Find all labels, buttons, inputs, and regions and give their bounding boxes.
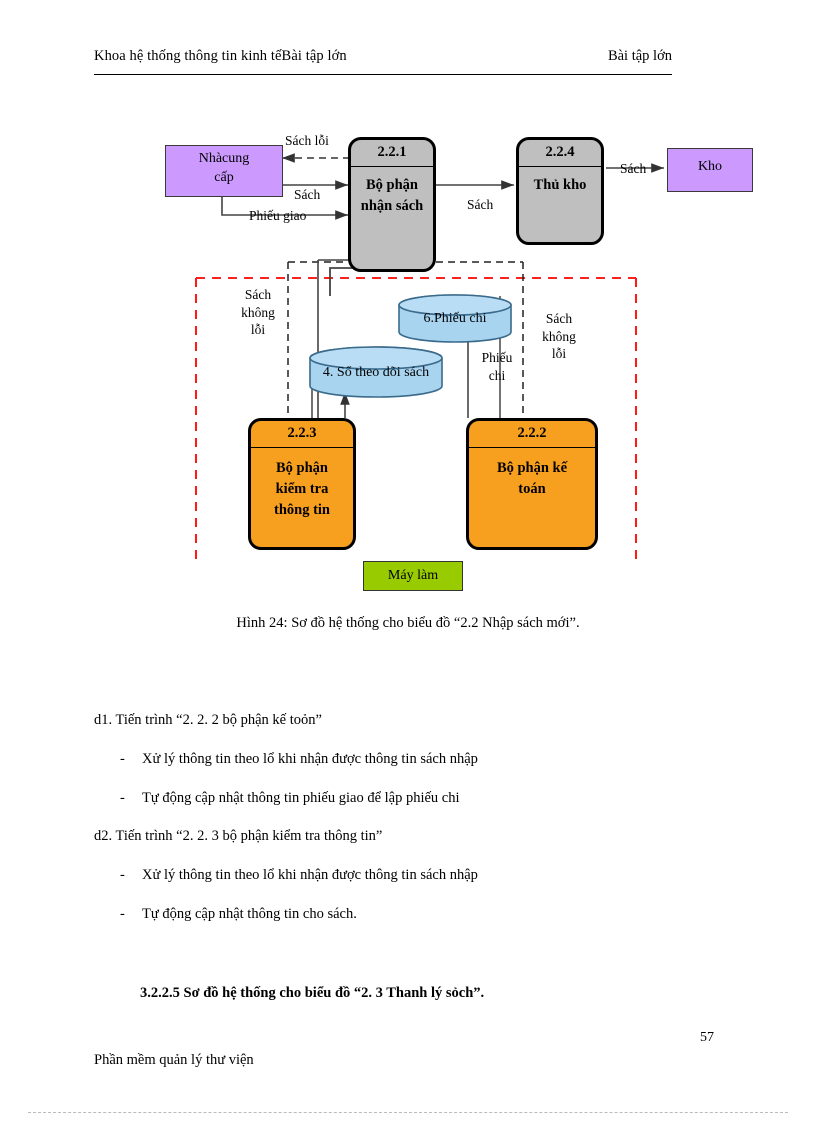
flow-label-sach-khong-loi-right: Sách không lỗi bbox=[530, 310, 588, 363]
bullet-d1-2-text: Tự động cập nhật thông tin phiếu giao để… bbox=[142, 789, 460, 806]
skl-right-l2: không bbox=[542, 328, 576, 344]
footer-left-text: Phần mềm quản lý thư viện bbox=[94, 1052, 254, 1068]
paragraph-d2-title: d2. Tiến trình “2. 2. 3 bộ phận kiểm tra… bbox=[94, 828, 383, 845]
skl-right-l1: Sách bbox=[545, 311, 573, 326]
flow-label-sach-3: Sách bbox=[620, 161, 647, 176]
data-store-4-shape bbox=[309, 346, 443, 398]
bullet-d2-2: - Tự động cập nhật thông tin cho sách. bbox=[94, 904, 694, 926]
process-2-2-1-number: 2.2.1 bbox=[351, 140, 433, 167]
data-store-6-label: 6.Phiếu chi bbox=[423, 311, 487, 326]
bullet-d1-1: - Xử lý thông tin theo lổ khi nhận được … bbox=[94, 749, 694, 771]
skl-left-l3: lỗi bbox=[250, 322, 266, 338]
page-number: 57 bbox=[700, 1030, 714, 1045]
nha-cung-cap-line1: Nhàcung bbox=[198, 151, 250, 166]
page-header: Khoa hệ thống thông tin kinh tếBài tập l… bbox=[94, 48, 672, 75]
phieu-chi-l2: chi bbox=[488, 367, 506, 383]
bullet-d2-1: - Xử lý thông tin theo lổ khi nhận được … bbox=[94, 865, 694, 887]
phieu-chi-l1: Phiếu bbox=[481, 350, 513, 365]
nha-cung-cap-line2: cấp bbox=[214, 169, 234, 185]
skl-right-l3: lỗi bbox=[551, 346, 567, 362]
bullet-dash: - bbox=[120, 867, 125, 883]
flow-label-phieu-chi: Phiếu chi bbox=[474, 349, 520, 384]
process-2-2-4-number: 2.2.4 bbox=[519, 140, 601, 167]
process-2-2-3-number: 2.2.3 bbox=[251, 421, 353, 448]
skl-left-l2: không bbox=[241, 304, 275, 320]
header-right-text: Bài tập lớn bbox=[607, 48, 672, 64]
header-left-text: Khoa hệ thống thông tin kinh tếBài tập l… bbox=[94, 48, 347, 64]
kho-label: Kho bbox=[697, 159, 723, 174]
process-2-2-4[interactable]: 2.2.4 Thủ kho bbox=[516, 137, 604, 245]
figure-caption: Hình 24: Sơ đồ hệ thống cho biểu đồ “2.2… bbox=[236, 615, 580, 631]
body-text-block: d1. Tiến trình “2. 2. 2 bộ phận kế toỏn”… bbox=[94, 710, 694, 943]
bullet-d2-2-text: Tự động cập nhật thông tin cho sách. bbox=[142, 905, 357, 922]
bottom-rule bbox=[28, 1112, 788, 1113]
bullet-d1-1-text: Xử lý thông tin theo lổ khi nhận được th… bbox=[142, 750, 478, 767]
bullet-d2-1-text: Xử lý thông tin theo lổ khi nhận được th… bbox=[142, 867, 478, 883]
section-heading-3-2-2-5: 3.2.2.5 Sơ đồ hệ thống cho biểu đồ “2. 3… bbox=[140, 985, 485, 1001]
flow-label-sach-khong-loi-left: Sách không lỗi bbox=[228, 286, 288, 339]
skl-left-l1: Sách bbox=[244, 287, 272, 302]
flow-label-sach-1: Sách bbox=[294, 187, 321, 202]
flow-label-sach-loi: Sách lỗi bbox=[285, 133, 329, 148]
data-store-6-shape bbox=[398, 294, 512, 343]
process-2-2-2-number: 2.2.2 bbox=[469, 421, 595, 448]
external-entity-kho[interactable]: Kho bbox=[667, 148, 753, 192]
data-store-4-label: 4. Sổ theo dõi sách bbox=[322, 365, 430, 380]
process-2-2-4-name: Thủ kho bbox=[533, 177, 587, 193]
paragraph-d1-title: d1. Tiến trình “2. 2. 2 bộ phận kế toỏn” bbox=[94, 712, 322, 728]
bullet-dash: - bbox=[120, 750, 125, 767]
diagram-connectors bbox=[195, 153, 664, 562]
flow-label-sach-2: Sách bbox=[467, 197, 494, 212]
external-entity-nha-cung-cap[interactable]: Nhàcung cấp bbox=[165, 145, 283, 197]
bullet-dash: - bbox=[120, 789, 125, 806]
bullet-dash: - bbox=[120, 905, 125, 922]
bullet-d1-2: - Tự động cập nhật thông tin phiếu giao … bbox=[94, 788, 694, 810]
machine-box[interactable]: Máy làm bbox=[363, 561, 463, 591]
flow-label-phieu-giao: Phiếu giao bbox=[249, 208, 307, 223]
